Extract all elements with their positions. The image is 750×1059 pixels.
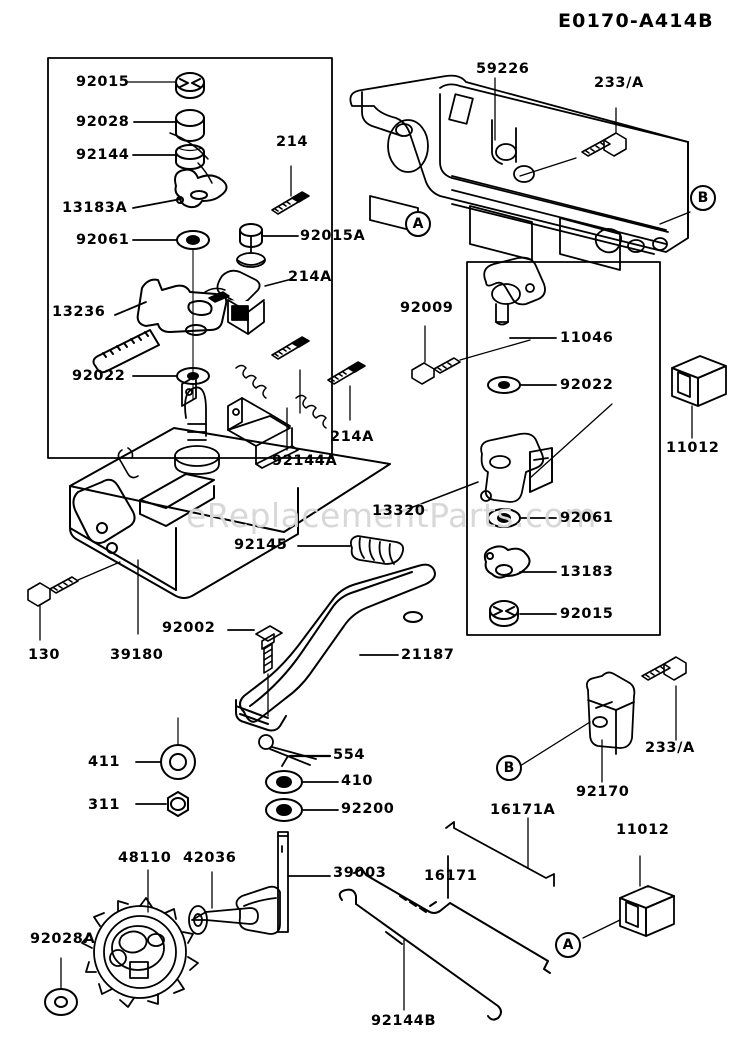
label-92015-right: 92015 bbox=[560, 606, 614, 622]
part-13320-arm bbox=[480, 432, 553, 503]
part-554-pin bbox=[258, 734, 317, 767]
label-411: 411 bbox=[88, 754, 121, 770]
part-92015-top bbox=[175, 72, 205, 99]
label-214A-upper: 214A bbox=[288, 269, 332, 285]
label-554: 554 bbox=[333, 747, 366, 763]
part-214A-bolt-2 bbox=[327, 361, 366, 385]
callout-b-top[interactable]: B bbox=[690, 185, 716, 211]
part-59226-cover bbox=[349, 74, 689, 271]
label-92144A: 92144A bbox=[272, 453, 338, 469]
label-16171: 16171 bbox=[424, 868, 478, 884]
label-92028A: 92028A bbox=[30, 931, 96, 947]
part-92061-washer bbox=[176, 230, 210, 250]
label-130: 130 bbox=[28, 647, 61, 663]
callout-a-top[interactable]: A bbox=[405, 211, 431, 237]
label-92028: 92028 bbox=[76, 114, 130, 130]
part-spring-2 bbox=[295, 394, 327, 429]
label-92061-right: 92061 bbox=[560, 510, 614, 526]
left-group-box bbox=[47, 57, 333, 459]
label-11012-lower: 11012 bbox=[616, 822, 670, 838]
label-13320: 13320 bbox=[372, 503, 426, 519]
label-92200: 92200 bbox=[341, 801, 395, 817]
label-92022-right: 92022 bbox=[560, 377, 614, 393]
right-group-box bbox=[466, 261, 661, 636]
label-11046: 11046 bbox=[560, 330, 614, 346]
label-233A-top: 233/A bbox=[594, 75, 644, 91]
part-13236-bracket bbox=[92, 278, 228, 374]
part-233A-bolt-bottom bbox=[641, 656, 687, 681]
part-92009-bolt bbox=[411, 357, 461, 385]
diagram-title: E0170-A414B bbox=[558, 10, 714, 32]
label-48110: 48110 bbox=[118, 850, 172, 866]
part-130-bolt bbox=[27, 576, 79, 607]
part-92022-washer-right bbox=[487, 376, 521, 394]
label-39003: 39003 bbox=[333, 865, 387, 881]
part-92028A-washer bbox=[44, 988, 78, 1016]
label-59226: 59226 bbox=[476, 61, 530, 77]
label-92061: 92061 bbox=[76, 232, 130, 248]
part-311-nut bbox=[167, 791, 189, 817]
part-42036-pin bbox=[188, 905, 259, 935]
part-92170-clamp bbox=[585, 671, 636, 755]
watermark: eReplacementParts.com bbox=[186, 496, 597, 535]
part-411-washer bbox=[160, 744, 196, 780]
label-92002: 92002 bbox=[162, 620, 216, 636]
callout-a-bottom[interactable]: A bbox=[555, 932, 581, 958]
label-92015A: 92015A bbox=[300, 228, 366, 244]
part-39003-shaft bbox=[277, 831, 289, 933]
part-11012-cap-lower bbox=[619, 885, 675, 937]
label-16171A: 16171A bbox=[490, 802, 556, 818]
label-311: 311 bbox=[88, 797, 121, 813]
label-92145: 92145 bbox=[234, 537, 288, 553]
part-233A-bolt-top bbox=[581, 132, 627, 157]
label-11012-upper: 11012 bbox=[666, 440, 720, 456]
part-410-washer bbox=[265, 770, 303, 794]
part-39180-housing bbox=[69, 427, 391, 599]
label-39180: 39180 bbox=[110, 647, 164, 663]
part-housing-clip bbox=[117, 447, 139, 479]
part-switch-detail bbox=[204, 287, 230, 303]
part-92145-grommet bbox=[349, 535, 405, 565]
label-13183A: 13183A bbox=[62, 200, 128, 216]
part-13183-plate-right bbox=[483, 545, 531, 579]
label-21187: 21187 bbox=[401, 647, 455, 663]
label-92015: 92015 bbox=[76, 74, 130, 90]
part-switch-block bbox=[216, 269, 265, 335]
part-11012-cap-upper bbox=[671, 355, 727, 407]
label-13183-right: 13183 bbox=[560, 564, 614, 580]
label-92009: 92009 bbox=[400, 300, 454, 316]
part-21187-lever bbox=[235, 563, 436, 732]
label-214: 214 bbox=[276, 134, 309, 150]
part-214A-bolt-1 bbox=[271, 336, 310, 360]
part-214-bolt bbox=[271, 191, 310, 215]
label-92022-left: 92022 bbox=[72, 368, 126, 384]
part-92144B-rod bbox=[338, 888, 502, 1021]
part-92015-nut-right bbox=[489, 600, 519, 627]
label-214A-lower: 214A bbox=[330, 429, 374, 445]
label-92144: 92144 bbox=[76, 147, 130, 163]
label-92170: 92170 bbox=[576, 784, 630, 800]
part-spring-1 bbox=[235, 364, 267, 399]
callout-b-bottom[interactable]: B bbox=[496, 755, 522, 781]
label-92144B: 92144B bbox=[371, 1013, 437, 1029]
part-92002-bolt bbox=[255, 625, 283, 674]
label-410: 410 bbox=[341, 773, 374, 789]
part-48110-gear bbox=[81, 897, 199, 1008]
label-13236: 13236 bbox=[52, 304, 106, 320]
part-92200-washer bbox=[265, 798, 303, 822]
part-16171-rod bbox=[353, 868, 551, 974]
part-13183A-plate bbox=[174, 168, 228, 209]
label-42036: 42036 bbox=[183, 850, 237, 866]
part-39003-foot bbox=[235, 885, 281, 935]
part-cap-post bbox=[236, 236, 266, 268]
part-92144A-bracket bbox=[227, 397, 299, 469]
part-11046-bracket bbox=[483, 256, 546, 326]
part-16171A-rod bbox=[445, 821, 555, 887]
part-92028-collar bbox=[175, 109, 205, 142]
label-233A-bottom: 233/A bbox=[645, 740, 695, 756]
part-plunger bbox=[174, 375, 220, 475]
